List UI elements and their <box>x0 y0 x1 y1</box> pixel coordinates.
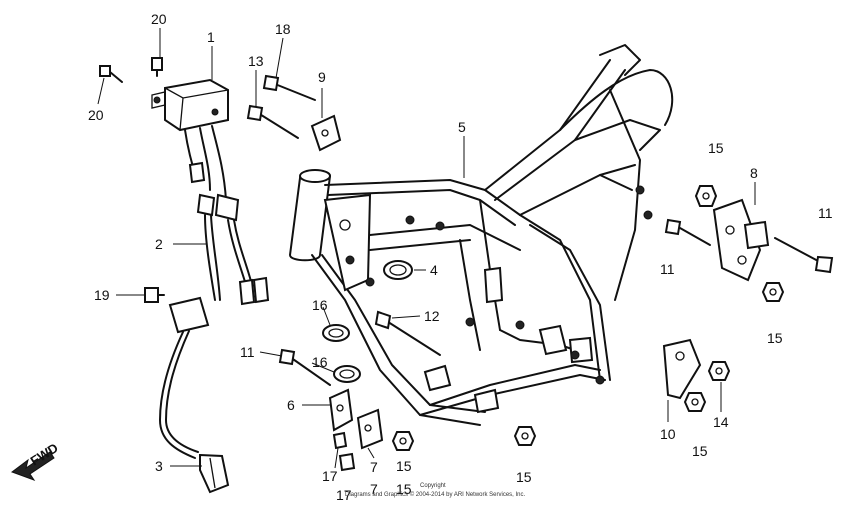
leader-lines <box>97 28 756 469</box>
callout-11-right: 11 <box>818 205 833 221</box>
callout-numbers: 1 2 3 4 5 6 7 7 8 9 10 11 11 11 12 13 14… <box>88 11 833 503</box>
callout-4: 4 <box>430 262 438 278</box>
callout-13: 13 <box>248 53 264 69</box>
callout-15-right: 15 <box>767 330 783 346</box>
callout-17-upper: 17 <box>322 468 338 484</box>
cdi-unit <box>151 78 240 222</box>
callout-9: 9 <box>318 69 326 85</box>
bolt-left <box>278 348 331 386</box>
nut-15-bottom-center <box>513 426 537 446</box>
callout-2: 2 <box>155 236 163 252</box>
callout-3: 3 <box>155 458 163 474</box>
callout-20-top: 20 <box>151 11 167 27</box>
callout-15-bottom-center: 15 <box>516 469 532 485</box>
callout-8: 8 <box>750 165 758 181</box>
bolt-20-left <box>99 65 123 83</box>
callout-10: 10 <box>660 426 676 442</box>
callout-14: 14 <box>713 414 729 430</box>
callout-7-right: 7 <box>370 481 378 497</box>
bolt-11-right <box>774 237 834 274</box>
bolt-20-upper <box>151 57 163 77</box>
callout-15-top-right: 15 <box>708 140 724 156</box>
ignition-coil <box>159 296 230 494</box>
nut-15-lower-right <box>683 392 707 412</box>
callout-12: 12 <box>424 308 440 324</box>
hose-clamp-upper <box>322 324 350 342</box>
callout-16-upper: 16 <box>312 297 328 313</box>
bolt-18 <box>262 74 316 101</box>
engine-hanger-8 <box>712 198 770 282</box>
copyright-line-1: Copyright <box>420 483 446 489</box>
hose-clamp-lower <box>333 365 361 383</box>
callout-18: 18 <box>275 21 291 37</box>
bracket-6 <box>328 388 354 432</box>
bolt-19 <box>144 287 165 303</box>
nut-15-top <box>694 185 718 207</box>
callout-19: 19 <box>94 287 110 303</box>
callout-5: 5 <box>458 119 466 135</box>
callout-1: 1 <box>207 29 215 45</box>
callout-15-bottom-left-lower: 15 <box>396 481 412 497</box>
callout-20-left: 20 <box>88 107 104 123</box>
callout-15-lower-right: 15 <box>692 443 708 459</box>
bolt-13 <box>246 104 299 139</box>
plate-9 <box>310 114 342 152</box>
forward-arrow-icon: FWD <box>10 440 61 481</box>
callout-11-left: 11 <box>240 344 255 360</box>
clamp <box>383 260 413 280</box>
bracket-7 <box>356 408 384 450</box>
long-bolt <box>374 310 441 356</box>
nut-15-bottom-left <box>391 431 415 451</box>
plate-10 <box>662 338 702 400</box>
copyright-line-2: Diagrams and Graphics © 2004-2014 by ARI… <box>345 491 526 498</box>
callout-15-bottom-left-upper: 15 <box>396 458 412 474</box>
nut-15-right <box>761 282 785 302</box>
nut-14 <box>707 361 731 381</box>
callout-7-left: 7 <box>370 459 378 475</box>
callout-17-lower: 17 <box>336 487 352 503</box>
bolt-17 <box>332 431 356 472</box>
callout-11-middle: 11 <box>660 261 675 277</box>
callout-16-lower: 16 <box>312 354 328 370</box>
bolt-11-middle <box>664 218 711 246</box>
frame <box>288 44 674 426</box>
wire-harness <box>204 214 270 306</box>
callout-6: 6 <box>287 397 295 413</box>
